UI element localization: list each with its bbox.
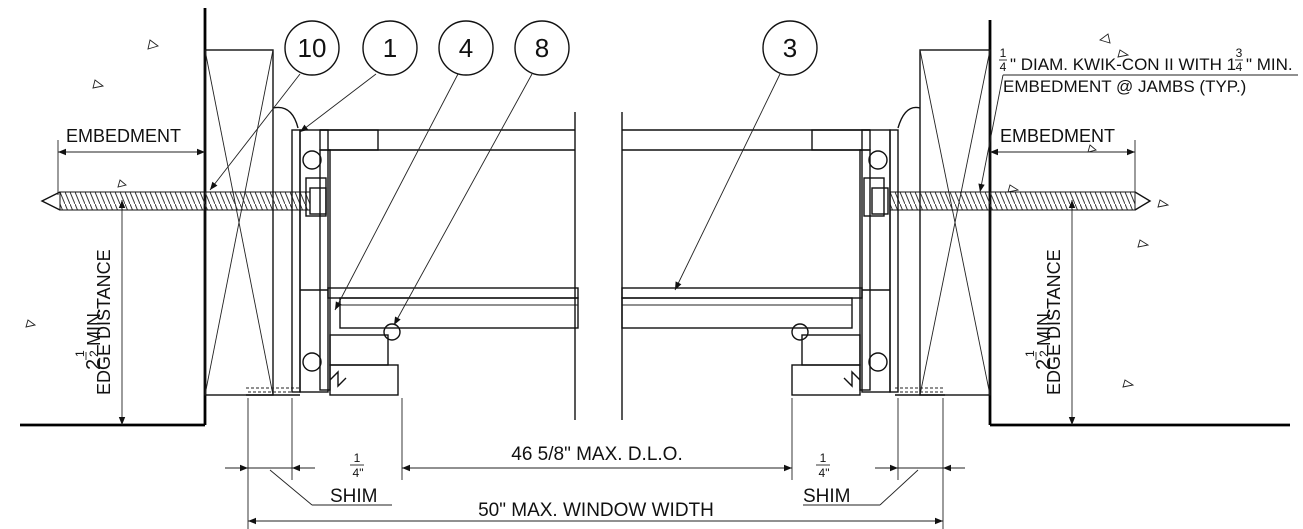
edge-distance-left-label: EDGE DISTANCE (94, 249, 114, 395)
min-right-den: 2 (1037, 350, 1051, 357)
left-wall (20, 8, 300, 427)
anchor-note-line1: " DIAM. KWIK-CON II WITH 1 (1010, 55, 1236, 74)
min-left-num: 1 (73, 350, 87, 357)
shim-right-label: SHIM (803, 486, 851, 507)
callout-4: 4 (334, 20, 494, 311)
anchor-note-line1-end: " MIN. (1246, 55, 1293, 74)
anchor-note-frac-num: 1 (1000, 46, 1007, 60)
embedment-left-label: EMBEDMENT (66, 126, 181, 146)
window-width-label: 50" MAX. WINDOW WIDTH (478, 500, 714, 521)
anchor-note-line2: EMBEDMENT @ JAMBS (TYP.) (1003, 77, 1246, 96)
min-left-text: MIN. (84, 308, 104, 346)
min-left-den: 2 (87, 350, 101, 357)
embedment-right-label: EMBEDMENT (1000, 126, 1115, 146)
left-frame-extrusion (291, 112, 579, 420)
callout-3: 3 (674, 20, 818, 291)
callout-8-label: 8 (535, 33, 549, 63)
callout-8: 8 (393, 20, 570, 326)
callout-4-label: 4 (459, 33, 473, 63)
window-width-dimension: 50" MAX. WINDOW WIDTH (248, 500, 943, 525)
anchor-note-frac2-num: 3 (1236, 46, 1243, 60)
shim-left-num: 1 (354, 451, 361, 465)
right-anchor (871, 187, 1152, 215)
min-right-text: MIN. (1034, 308, 1054, 346)
embedment-left-dimension: EMBEDMENT (57, 126, 205, 195)
edge-distance-right: EDGE DISTANCE 2 1 2 MIN. (1023, 200, 1076, 425)
min-right-whole: 2 (1033, 359, 1055, 370)
shim-right-num: 1 (820, 451, 827, 465)
callout-10: 10 (209, 20, 340, 191)
anchor-note-frac2-den: 4 (1236, 60, 1243, 74)
shim-left-den: 4" (353, 466, 364, 480)
left-anchor (40, 187, 327, 215)
shim-left-label: SHIM (330, 486, 378, 507)
callout-1-label: 1 (383, 33, 397, 63)
edge-distance-left: EDGE DISTANCE 2 1 2 MIN. (73, 200, 126, 425)
shim-right-dimension: 1 4" SHIM (803, 451, 965, 507)
embedment-right-dimension: EMBEDMENT (990, 126, 1136, 195)
min-right-num: 1 (1023, 350, 1037, 357)
dlo-label: 46 5/8" MAX. D.L.O. (511, 444, 682, 465)
callout-3-label: 3 (783, 33, 797, 63)
right-wall (895, 20, 1290, 427)
anchor-note: 1 4 " DIAM. KWIK-CON II WITH 1 3 4 " MIN… (978, 46, 1298, 193)
callout-1: 1 (299, 20, 418, 133)
callout-10-label: 10 (298, 33, 327, 63)
min-left-whole: 2 (83, 359, 105, 370)
edge-distance-right-label: EDGE DISTANCE (1044, 249, 1064, 395)
dlo-dimension: 46 5/8" MAX. D.L.O. (402, 444, 792, 472)
shim-left-dimension: 1 4" SHIM (225, 451, 392, 507)
right-frame-extrusion (621, 112, 899, 420)
shim-right-den: 4" (819, 466, 830, 480)
anchor-note-frac-den: 4 (1000, 60, 1007, 74)
